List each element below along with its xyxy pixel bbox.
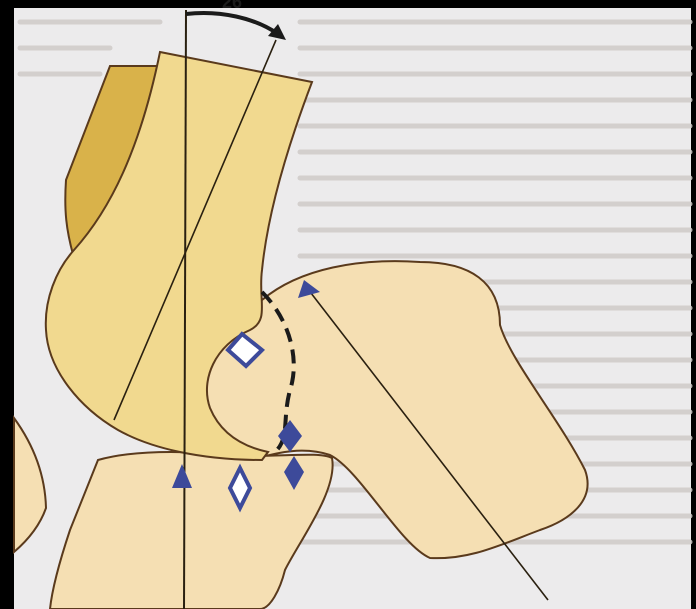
angle-label: 26	[222, 0, 242, 12]
